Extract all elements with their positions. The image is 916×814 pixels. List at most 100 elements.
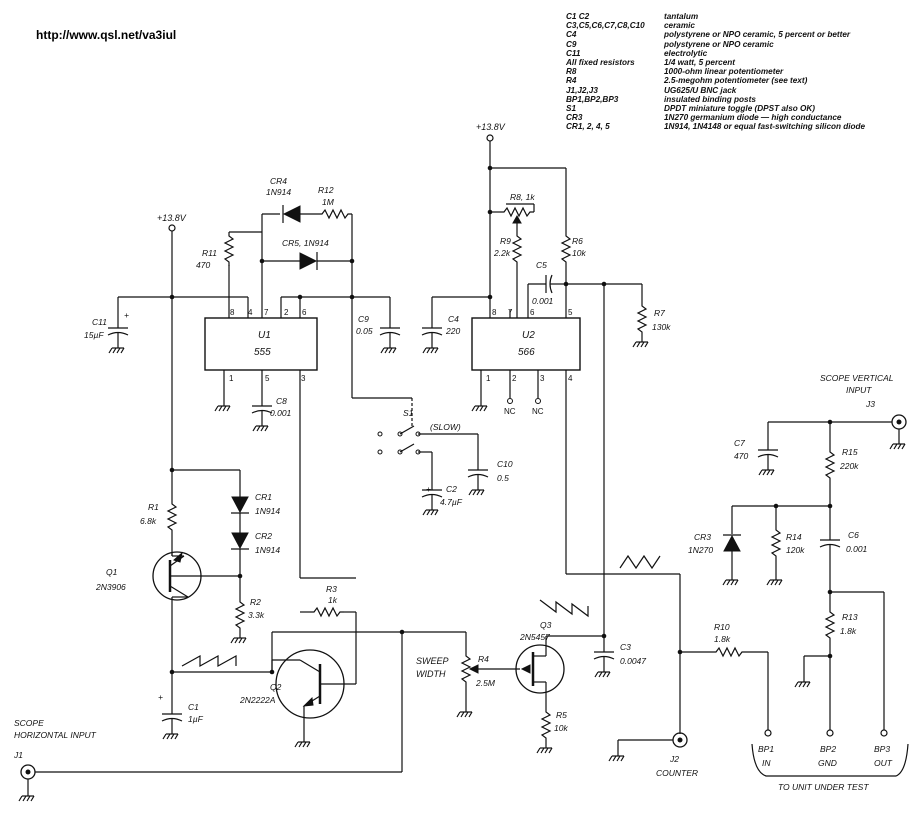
svg-text:C4: C4 [448,314,459,324]
svg-text:C9: C9 [358,314,369,324]
diode-cr2: CR2 1N914 [231,513,280,555]
binding-post-bp3: BP3 OUT [874,729,893,768]
resistor-r13: R13 1.8k [825,592,858,730]
svg-text:0.05: 0.05 [356,326,373,336]
source-url: http://www.qsl.net/va3iul [36,28,177,42]
transistor-q3: Q3 2N5457 [515,620,565,708]
svg-text:BP1: BP1 [758,744,774,754]
svg-text:6.8k: 6.8k [140,516,157,526]
to-unit-label: TO UNIT UNDER TEST [778,782,869,792]
resistor-r15: R15 220k [825,422,859,530]
svg-text:C10: C10 [497,459,513,469]
svg-text:220k: 220k [839,461,859,471]
svg-text:1µF: 1µF [188,714,204,724]
svg-text:INPUT: INPUT [846,385,872,395]
svg-text:6: 6 [302,308,307,317]
resistor-r1: R1 6.8k [140,470,177,556]
svg-text:NC: NC [504,407,516,416]
transistor-q1: Q1 2N3906 [95,551,240,601]
svg-text:3.3k: 3.3k [248,610,265,620]
svg-text:2.5M: 2.5M [475,678,496,688]
svg-text:BP2: BP2 [820,744,836,754]
svg-text:CR3: CR3 [694,532,711,542]
resistor-r7: R7 130k [632,284,671,348]
svg-text:1N914: 1N914 [266,187,291,197]
svg-text:2N5457: 2N5457 [519,632,550,642]
svg-text:2: 2 [284,308,289,317]
triangle-waveform [619,554,661,570]
ramp-waveform-q3 [539,599,589,618]
resistor-r12: R12 1M [317,185,353,219]
svg-text:120k: 120k [786,545,805,555]
svg-text:U1: U1 [258,330,271,341]
svg-text:(SLOW): (SLOW) [430,422,461,432]
svg-text:C11: C11 [92,317,107,327]
svg-text:10k: 10k [554,723,568,733]
svg-text:C2: C2 [446,484,457,494]
svg-text:1M: 1M [322,197,335,207]
resistor-r2: R2 3.3k [230,596,265,644]
svg-text:BP3: BP3 [874,744,890,754]
svg-text:+13.8V: +13.8V [476,122,506,132]
svg-text:0.001: 0.001 [532,296,554,306]
capacitor-c2: + C2 4.7µF [421,452,463,516]
svg-text:NC: NC [532,407,544,416]
svg-text:7: 7 [264,308,269,317]
svg-text:J2: J2 [669,754,679,764]
ic-u1-555: U1 555 8 4 7 2 6 1 5 3 [204,308,318,383]
svg-text:470: 470 [196,260,210,270]
svg-text:J3: J3 [865,399,875,409]
svg-text:SCOPE: SCOPE [14,718,44,728]
ic-u2-566: U2 566 8 7 6 5 1 2 3 4 [471,308,581,383]
resistor-r9: R9 2.2k [493,228,522,318]
svg-text:OUT: OUT [874,758,893,768]
svg-text:1k: 1k [328,595,338,605]
svg-text:130k: 130k [652,322,671,332]
svg-text:2N2222A: 2N2222A [239,695,276,705]
svg-text:8: 8 [230,308,235,317]
svg-text:5: 5 [568,308,573,317]
svg-text:C1: C1 [188,702,199,712]
capacitor-c5: C5 0.001 [527,260,566,318]
supply-13v8-right: +13.8V [476,122,506,142]
resistor-r14: R14 120k [766,506,805,586]
svg-text:Q3: Q3 [540,620,552,630]
binding-post-bp2: BP2 GND [818,729,837,768]
svg-text:3: 3 [301,374,306,383]
svg-text:GND: GND [818,758,837,768]
capacitor-c1: + C1 1µF [158,672,204,740]
svg-text:C8: C8 [276,396,287,406]
svg-text:C3: C3 [620,642,631,652]
supply-13v8-left: +13.8V [157,213,187,232]
svg-text:0.0047: 0.0047 [620,656,646,666]
svg-text:R14: R14 [786,532,802,542]
jack-j1: SCOPE HORIZONTAL INPUT J1 [13,718,402,802]
svg-text:R11: R11 [202,248,217,258]
capacitor-c7: C7 470 [734,422,779,476]
svg-text:R6: R6 [572,236,583,246]
svg-text:+13.8V: +13.8V [157,213,187,223]
capacitor-c9: C9 0.05 [352,296,401,354]
svg-text:2: 2 [512,374,517,383]
svg-text:555: 555 [254,347,271,358]
svg-text:R10: R10 [714,622,730,632]
svg-text:COUNTER: COUNTER [656,768,698,778]
svg-text:0.001: 0.001 [846,544,868,554]
svg-text:SCOPE VERTICAL: SCOPE VERTICAL [820,373,894,383]
diode-cr5: CR5, 1N914 [262,238,352,270]
svg-text:2N3906: 2N3906 [95,582,126,592]
resistor-r6: R6 10k [561,168,586,318]
svg-text:CR2: CR2 [255,531,272,541]
resistor-r11: R11 470 [196,231,262,297]
potentiometer-r8: R8, 1k [490,192,535,228]
svg-text:R15: R15 [842,447,858,457]
capacitor-c3: C3 0.0047 [593,641,646,678]
